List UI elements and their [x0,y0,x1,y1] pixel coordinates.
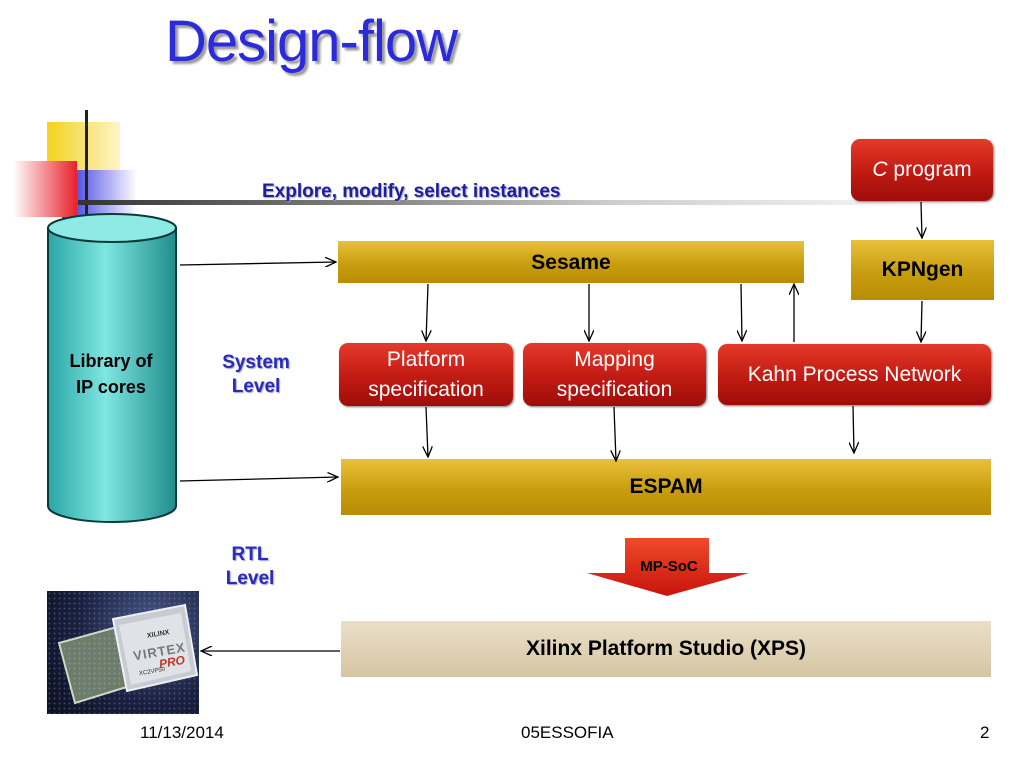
espam-box: ESPAM [341,459,991,515]
library-cylinder [47,213,177,523]
deco-red-square [13,161,77,217]
arrow-platform-to-espam [426,406,428,457]
mpsoc-label: MP-SoC [640,558,698,575]
mapping-spec-line2: specification [556,377,673,401]
library-label-line2: IP cores [76,377,146,397]
mapping-spec-line1: Mapping [574,347,655,371]
explore-label: Explore, modify, select instances [262,181,561,202]
footer-date: 11/13/2014 [140,723,224,742]
arrow-library-to-sesame [179,262,336,265]
slide-title: Design-flow [165,9,458,74]
rtl-level-label: RTL Level [206,543,294,591]
rtl-level-line2: Level [225,568,275,589]
arrow-kpngen-to-kpn [921,300,922,342]
arrow-kpn-to-espam [853,405,854,453]
library-label: Library of IP cores [48,348,174,400]
sesame-label: Sesame [531,251,611,274]
system-level-label: System Level [210,351,302,399]
xps-box: Xilinx Platform Studio (XPS) [341,621,991,677]
platform-spec-line1: Platform [386,347,466,371]
kpngen-box: KPNgen [851,240,994,300]
fpga-chip-image: XILINX VIRTEX PRO XC2VP50 [47,591,199,714]
system-level-line2: Level [231,376,281,397]
arrow-library-to-espam [179,477,338,481]
mpsoc-arrow [587,538,749,596]
deco-horizontal-line [78,200,978,205]
fpga-chip-drawing [47,591,199,714]
arrow-cprogram-to-kpngen [921,201,922,238]
platform-spec-line2: specification [368,377,484,401]
system-level-line1: System [222,352,290,373]
arrow-sesame-to-kpn [741,283,742,341]
c-program-rest: program [887,158,972,181]
kpn-box: Kahn Process Network [718,344,991,405]
deco-vertical-line [85,110,88,218]
c-program-box: C program [851,139,993,201]
kpn-label: Kahn Process Network [747,362,962,386]
mapping-spec-box: Mapping specification [523,343,706,406]
library-label-line1: Library of [69,351,153,371]
espam-label: ESPAM [629,475,703,498]
kpngen-label: KPNgen [881,258,964,281]
arrow-sesame-to-platform [426,283,428,341]
arrow-mapping-to-espam [614,406,616,461]
sesame-box: Sesame [338,241,804,283]
footer-page-number: 2 [980,723,990,742]
footer-center: 05ESSOFIA [521,723,614,742]
xps-label: Xilinx Platform Studio (XPS) [525,637,807,660]
rtl-level-line1: RTL [231,544,269,565]
c-program-italic: C [872,158,888,181]
platform-spec-box: Platform specification [339,343,513,406]
